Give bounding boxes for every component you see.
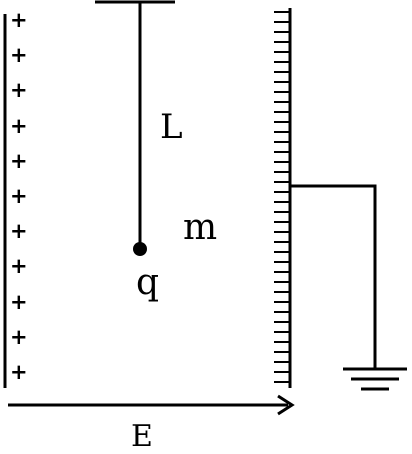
plate-hatching — [274, 11, 290, 383]
plus-sign: + — [10, 219, 28, 243]
plus-sign: + — [10, 114, 28, 138]
plus-sign: + — [10, 43, 28, 67]
length-label: L — [160, 107, 183, 147]
mass-label: m — [183, 207, 218, 248]
plus-sign: + — [10, 325, 28, 349]
plus-sign: + — [10, 78, 28, 102]
field-arrow-head — [277, 394, 295, 416]
plus-sign: + — [10, 184, 28, 208]
plus-sign: + — [10, 360, 28, 384]
field-label: E — [131, 419, 153, 454]
plus-sign: + — [10, 254, 28, 278]
charge-label: q — [136, 262, 160, 303]
ground-wire — [290, 184, 377, 368]
ground-symbol — [343, 367, 407, 391]
field-arrow — [8, 394, 295, 416]
plus-sign: + — [10, 149, 28, 173]
plus-sign: + — [10, 290, 28, 314]
pendulum-bob — [133, 242, 147, 256]
plus-sign: + — [10, 8, 28, 32]
